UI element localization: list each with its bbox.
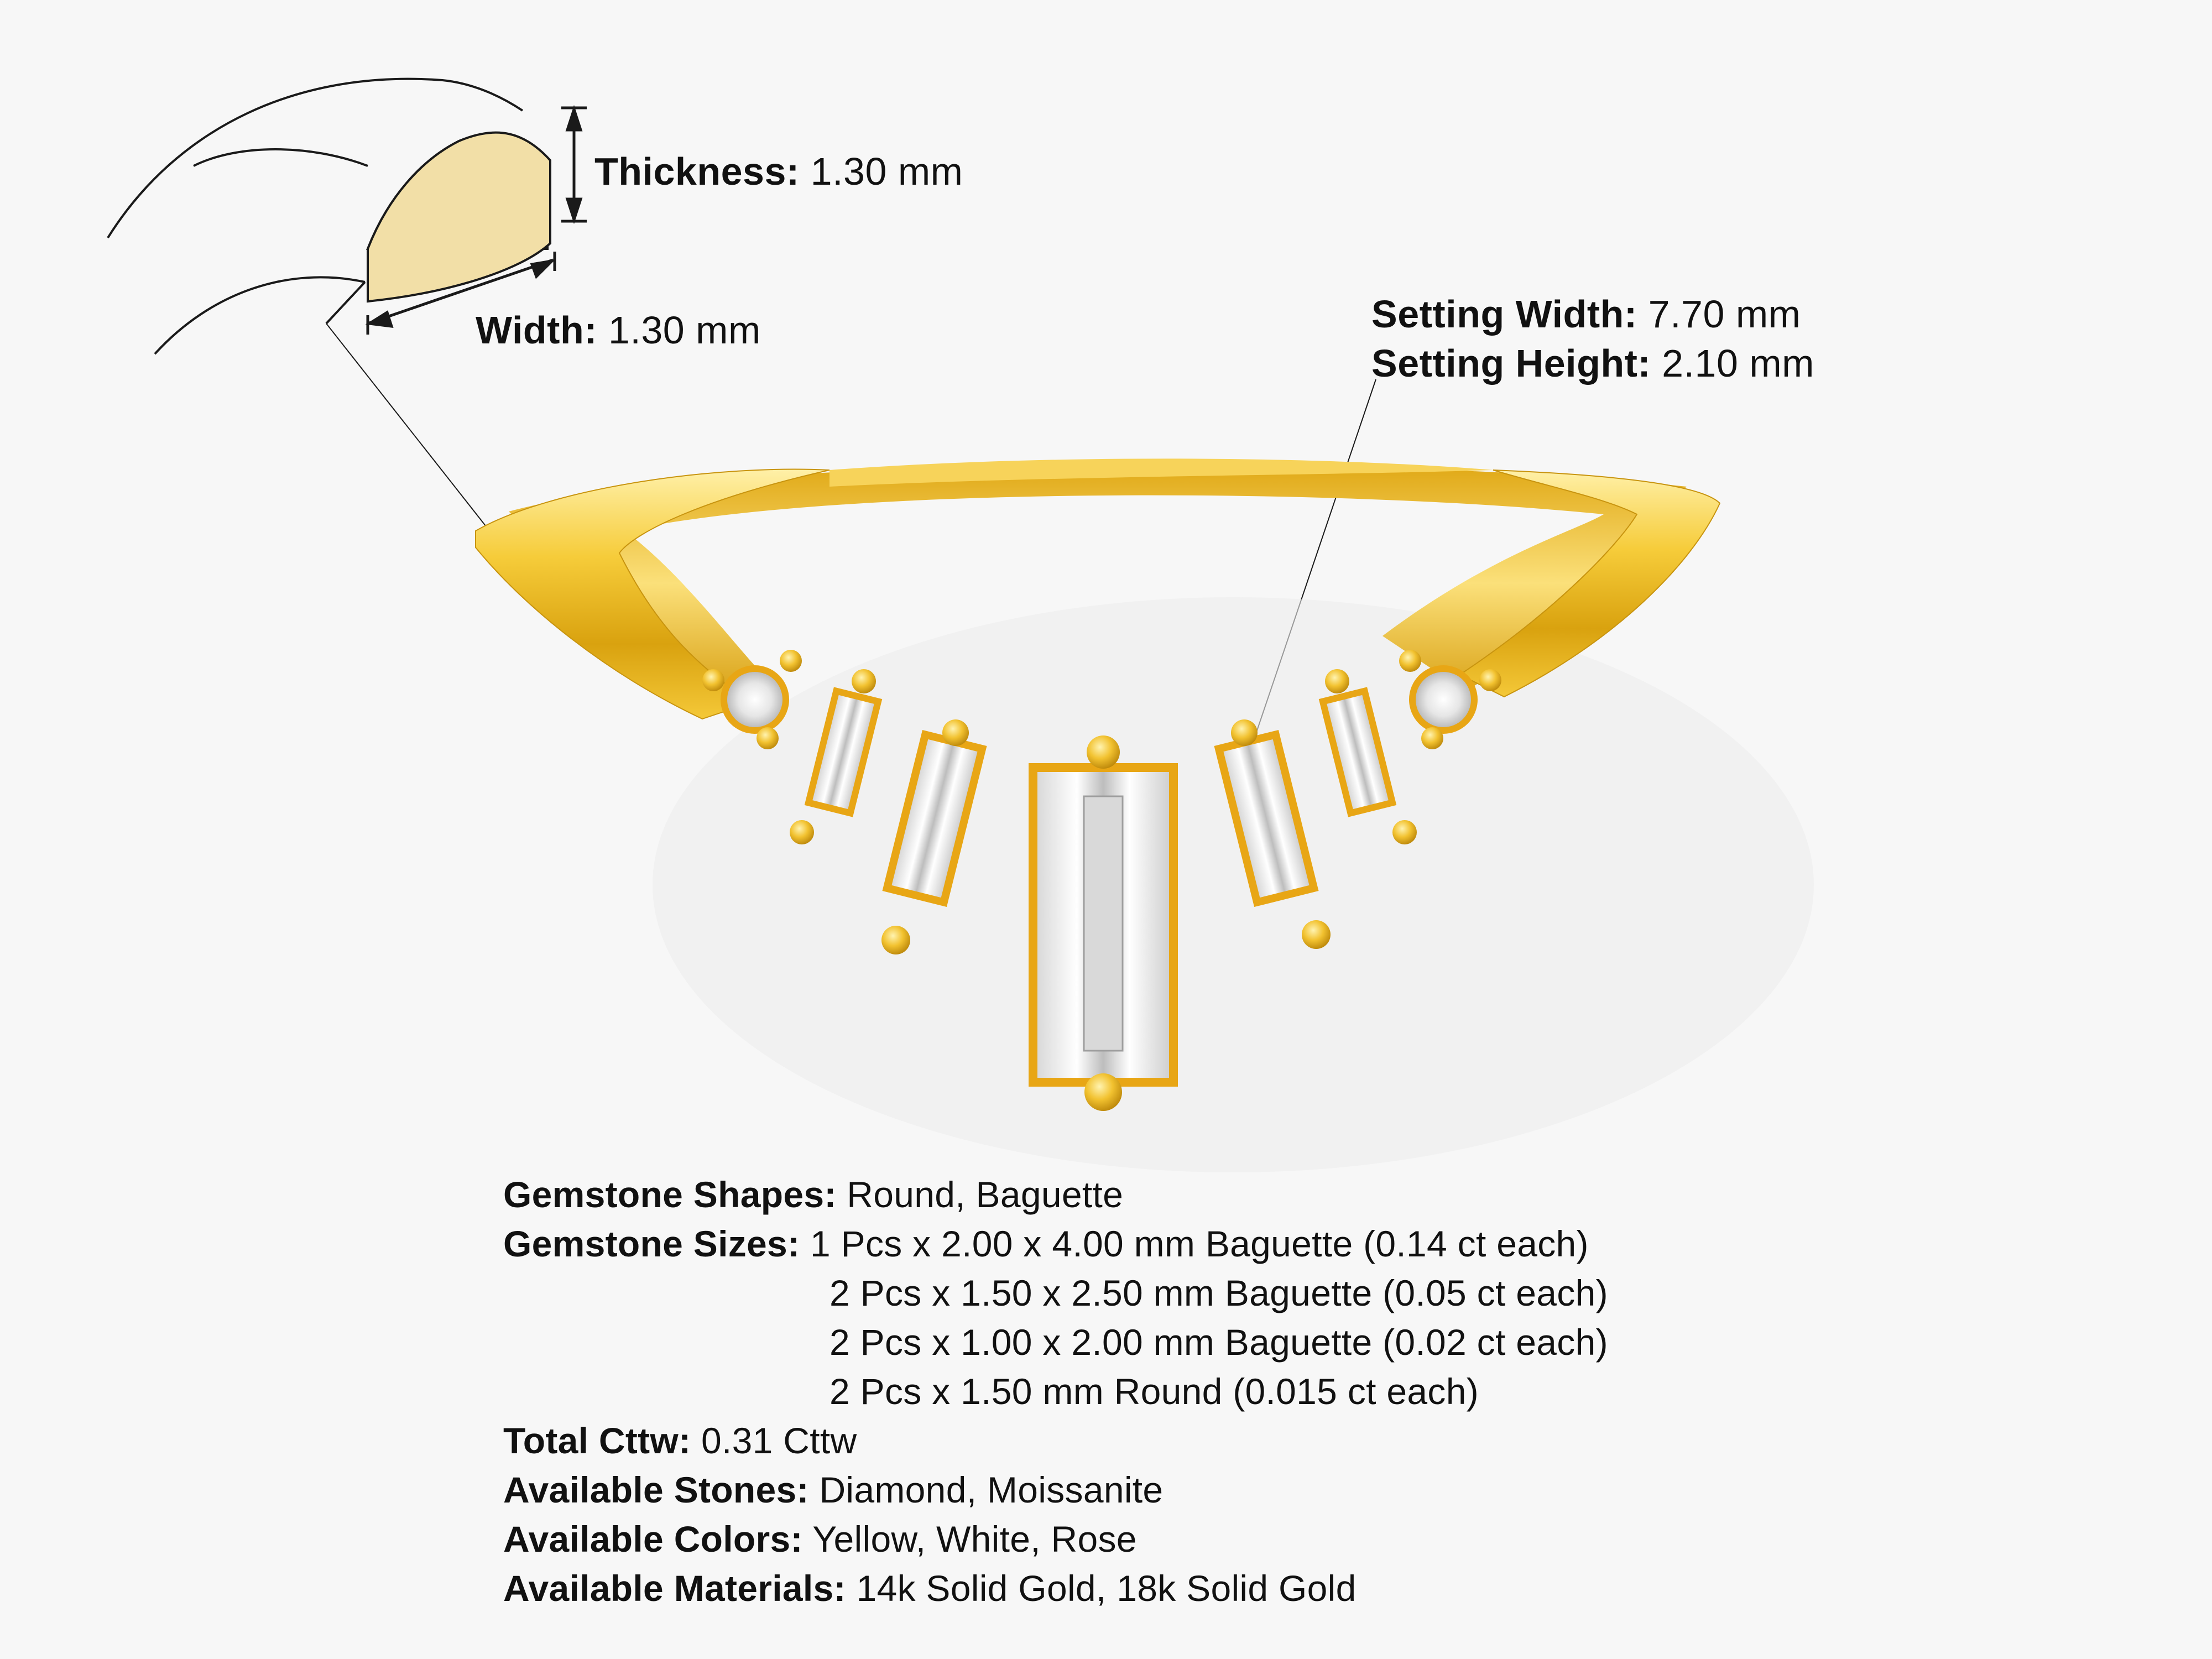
small-baguette-left [804, 687, 883, 817]
spec-key: Available Colors: [503, 1519, 803, 1559]
setting-width-key: Setting Width: [1371, 293, 1637, 336]
cross-section-diagram [107, 77, 551, 545]
spec-key: Available Materials: [503, 1568, 846, 1609]
width-label: Width: 1.30 mm [476, 311, 761, 349]
setting-width-value: 7.70 mm [1637, 293, 1801, 336]
thickness-key: Thickness: [594, 150, 800, 193]
medium-baguette-left [882, 729, 987, 907]
spec-value: 2 Pcs x 1.50 mm Round (0.015 ct each) [830, 1371, 1479, 1412]
medium-baguette-right [1214, 729, 1319, 907]
spec-value: 14k Solid Gold, 18k Solid Gold [846, 1568, 1357, 1609]
spec-value: Yellow, White, Rose [802, 1519, 1137, 1559]
spec-total-cttw: Total Cttw: 0.31 Cttw [503, 1422, 857, 1459]
setting-width-label: Setting Width: 7.70 mm [1371, 295, 1801, 333]
setting-height-value: 2.10 mm [1651, 342, 1814, 385]
thickness-label: Thickness: 1.30 mm [594, 152, 963, 191]
thickness-value: 1.30 mm [799, 150, 963, 193]
spec-available-materials: Available Materials: 14k Solid Gold, 18k… [503, 1570, 1357, 1606]
spec-value: 1 Pcs x 2.00 x 4.00 mm Baguette (0.14 ct… [800, 1223, 1589, 1264]
spec-key: Gemstone Sizes: [503, 1223, 800, 1264]
spec-value: Diamond, Moissanite [808, 1469, 1164, 1510]
round-stone-right [1409, 665, 1478, 734]
setting-height-label: Setting Height: 2.10 mm [1371, 344, 1814, 383]
width-key: Width: [476, 309, 598, 352]
spec-gemstone-shapes: Gemstone Shapes: Round, Baguette [503, 1176, 1123, 1213]
spec-value: 2 Pcs x 1.50 x 2.50 mm Baguette (0.05 ct… [830, 1272, 1608, 1313]
spec-value: Round, Baguette [836, 1174, 1124, 1215]
spec-key: Total Cttw: [503, 1420, 691, 1461]
spec-gemstone-sizes-line-2: 2 Pcs x 1.50 x 2.50 mm Baguette (0.05 ct… [830, 1275, 1608, 1311]
spec-available-stones: Available Stones: Diamond, Moissanite [503, 1472, 1163, 1508]
width-dimension-arrow [365, 252, 556, 335]
round-stone-left [721, 665, 789, 734]
spec-key: Available Stones: [503, 1469, 809, 1510]
thickness-dimension-arrow [561, 105, 587, 225]
spec-gemstone-sizes: Gemstone Sizes: 1 Pcs x 2.00 x 4.00 mm B… [503, 1225, 1589, 1262]
spec-gemstone-sizes-line-4: 2 Pcs x 1.50 mm Round (0.015 ct each) [830, 1373, 1479, 1410]
spec-key: Gemstone Shapes: [503, 1174, 837, 1215]
spec-gemstone-sizes-line-3: 2 Pcs x 1.00 x 2.00 mm Baguette (0.02 ct… [830, 1324, 1608, 1360]
spec-value: 2 Pcs x 1.00 x 2.00 mm Baguette (0.02 ct… [830, 1322, 1608, 1363]
cross-section-face [367, 131, 551, 303]
width-value: 1.30 mm [597, 309, 761, 352]
center-baguette [1029, 763, 1178, 1087]
setting-height-key: Setting Height: [1371, 342, 1651, 385]
spec-available-colors: Available Colors: Yellow, White, Rose [503, 1521, 1137, 1557]
spec-value: 0.31 Cttw [691, 1420, 857, 1461]
prong-beads [702, 650, 1501, 1111]
small-baguette-right [1318, 687, 1397, 817]
ring-illustration [475, 458, 1814, 1172]
